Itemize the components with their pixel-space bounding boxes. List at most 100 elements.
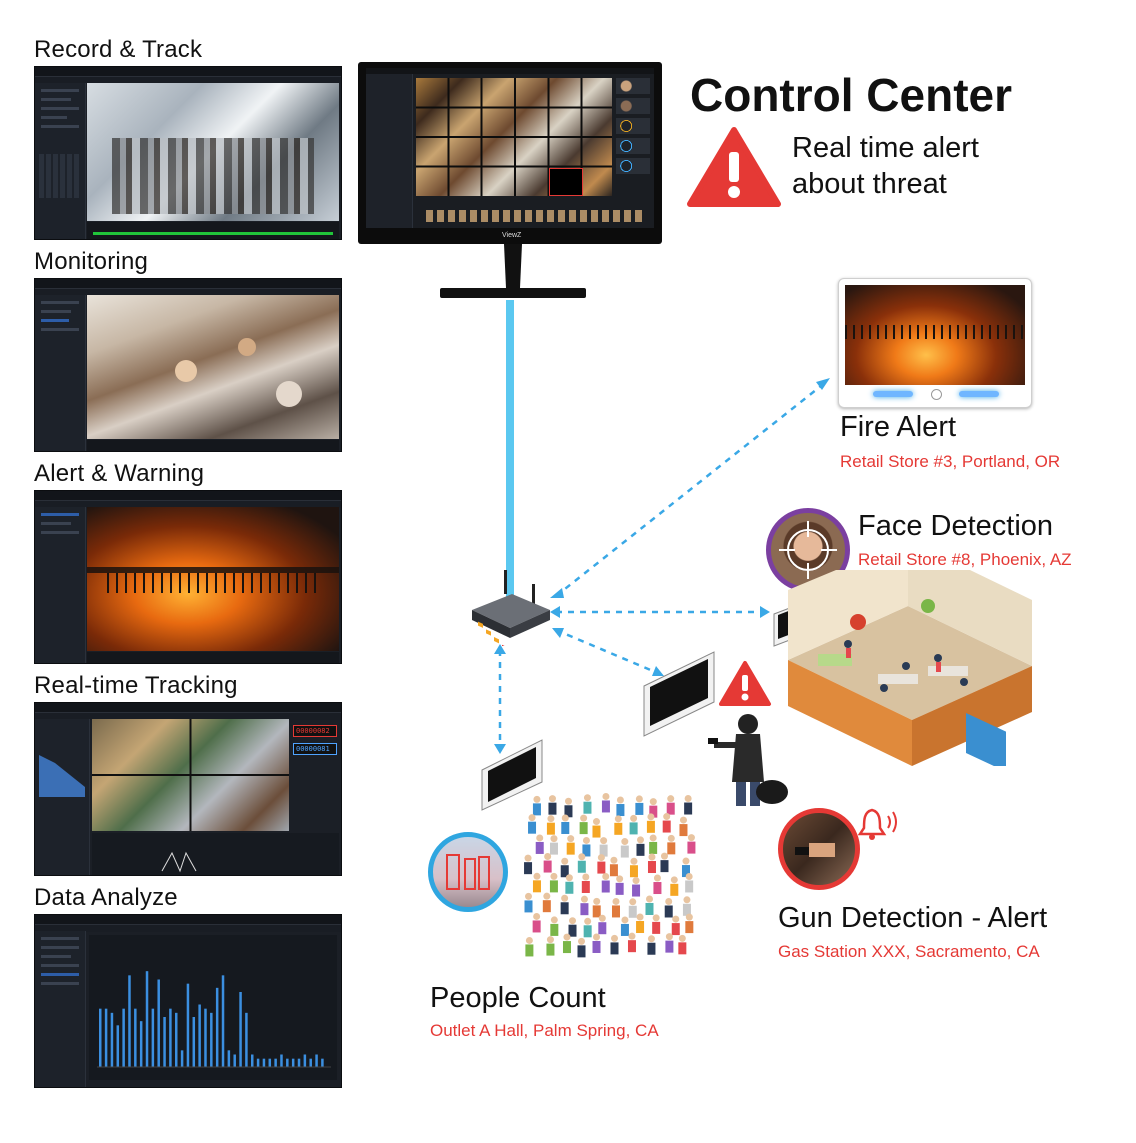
crowd-person [662, 813, 671, 833]
record-track-screenshot [34, 66, 342, 240]
crowd-person [546, 815, 555, 835]
crowd-person [592, 933, 601, 953]
crowd-person [583, 917, 592, 938]
crowd-person [685, 913, 694, 934]
people-count-location: Outlet A Hall, Palm Spring, CA [430, 1021, 659, 1040]
chart-bar [163, 1017, 166, 1067]
face-detection-location: Retail Store #8, Phoenix, AZ [858, 550, 1072, 569]
chart-bar [128, 975, 131, 1067]
crowd-person [614, 815, 623, 835]
crowd-person [649, 834, 658, 854]
crowd-person [653, 874, 662, 895]
chart-bar [169, 1008, 172, 1067]
chart-bar [180, 1050, 184, 1067]
panel-label-data: Data Analyze [34, 884, 178, 911]
crowd-person [565, 874, 574, 894]
chart-bar [198, 1004, 201, 1067]
crowd-person [532, 795, 541, 816]
crowd-person [629, 814, 638, 835]
crowd-person [548, 795, 557, 815]
chart-bar [134, 1008, 137, 1067]
crowd-person [636, 913, 645, 934]
crowd-person [649, 798, 658, 818]
crowd-person [579, 814, 588, 835]
crowd-person [616, 796, 625, 817]
chart-bar [280, 1054, 283, 1067]
crowd-person [636, 836, 645, 856]
crowd-person [546, 936, 555, 956]
alert-warning-screenshot [34, 490, 342, 664]
crowd-person [635, 795, 644, 815]
chart-bar [221, 975, 225, 1067]
crowd-person [561, 814, 570, 834]
chart-bar [251, 1054, 254, 1067]
counter-in: 00000082 [293, 725, 337, 737]
chart-bar [321, 1058, 324, 1067]
chart-bar [192, 1017, 196, 1067]
crowd-person [549, 872, 558, 893]
crowd-person [687, 834, 696, 854]
chart-bar [315, 1054, 318, 1067]
crosshair-icon [779, 521, 837, 579]
router-icon [472, 570, 550, 646]
gun-detection-location: Gas Station XXX, Sacramento, CA [778, 942, 1040, 961]
control-center-title: Control Center [690, 69, 1012, 121]
crowd-person [550, 916, 559, 936]
chart-bar [110, 1012, 114, 1067]
chart-bar [204, 1008, 207, 1067]
chart-bar [274, 1058, 277, 1067]
crowd-person [601, 792, 610, 813]
area-chart-mini [39, 755, 85, 797]
face-detection-title: Face Detection [858, 510, 1054, 542]
timeline-bar[interactable] [93, 232, 333, 235]
link-fire [555, 381, 827, 597]
crowd-person [611, 897, 620, 918]
crowd-person [583, 794, 592, 814]
crowd-person [599, 837, 608, 857]
crowd-person [671, 915, 680, 936]
crowd-person [615, 875, 624, 895]
panel-label-alert: Alert & Warning [34, 460, 205, 487]
crowd-person [543, 853, 552, 873]
crowd-person [627, 932, 636, 953]
panel-label-tracking: Real-time Tracking [34, 672, 238, 699]
gun-detection-avatar [778, 808, 860, 890]
chart-bar [139, 1021, 143, 1067]
gun-detection-title: Gun Detection - Alert [778, 902, 1048, 934]
crowd-person [532, 912, 541, 933]
people-count-avatar [428, 832, 508, 912]
chart-bar [186, 983, 190, 1067]
panel-label-monitoring: Monitoring [34, 248, 149, 275]
realtime-tracking-screenshot: 00000082 00000081 [34, 702, 342, 876]
face-list [616, 78, 650, 196]
crowd-person [629, 857, 638, 878]
people-count-title: People Count [430, 982, 606, 1014]
chart-bar [145, 971, 149, 1067]
crowd-person [535, 834, 544, 854]
crowd-person [580, 895, 589, 916]
camera-grid [416, 78, 612, 196]
crowd-person [645, 895, 654, 915]
main-cable [506, 300, 514, 604]
tracking-line-chart [161, 851, 197, 873]
gun-warning-icon [719, 661, 771, 706]
panel-label-record: Record & Track [34, 36, 203, 63]
crowd-person [524, 854, 533, 875]
crowd-person [684, 795, 693, 815]
crowd-person [609, 856, 618, 877]
crowd-person [582, 836, 591, 857]
chart-bar [256, 1058, 260, 1067]
crowd-person [528, 814, 537, 834]
fire-alert-title: Fire Alert [840, 411, 957, 443]
monitoring-screenshot [34, 278, 342, 452]
chart-bar [215, 987, 219, 1067]
chart-bar [239, 992, 242, 1067]
calendar-grid [39, 154, 81, 198]
gun-camera-tablet [643, 651, 715, 737]
alarm-bell-icon [858, 808, 897, 840]
crowd-person [610, 934, 619, 955]
people-camera-tablet [481, 739, 543, 811]
warning-triangle-icon [687, 127, 781, 207]
alert-text-line2: about threat [792, 168, 947, 200]
